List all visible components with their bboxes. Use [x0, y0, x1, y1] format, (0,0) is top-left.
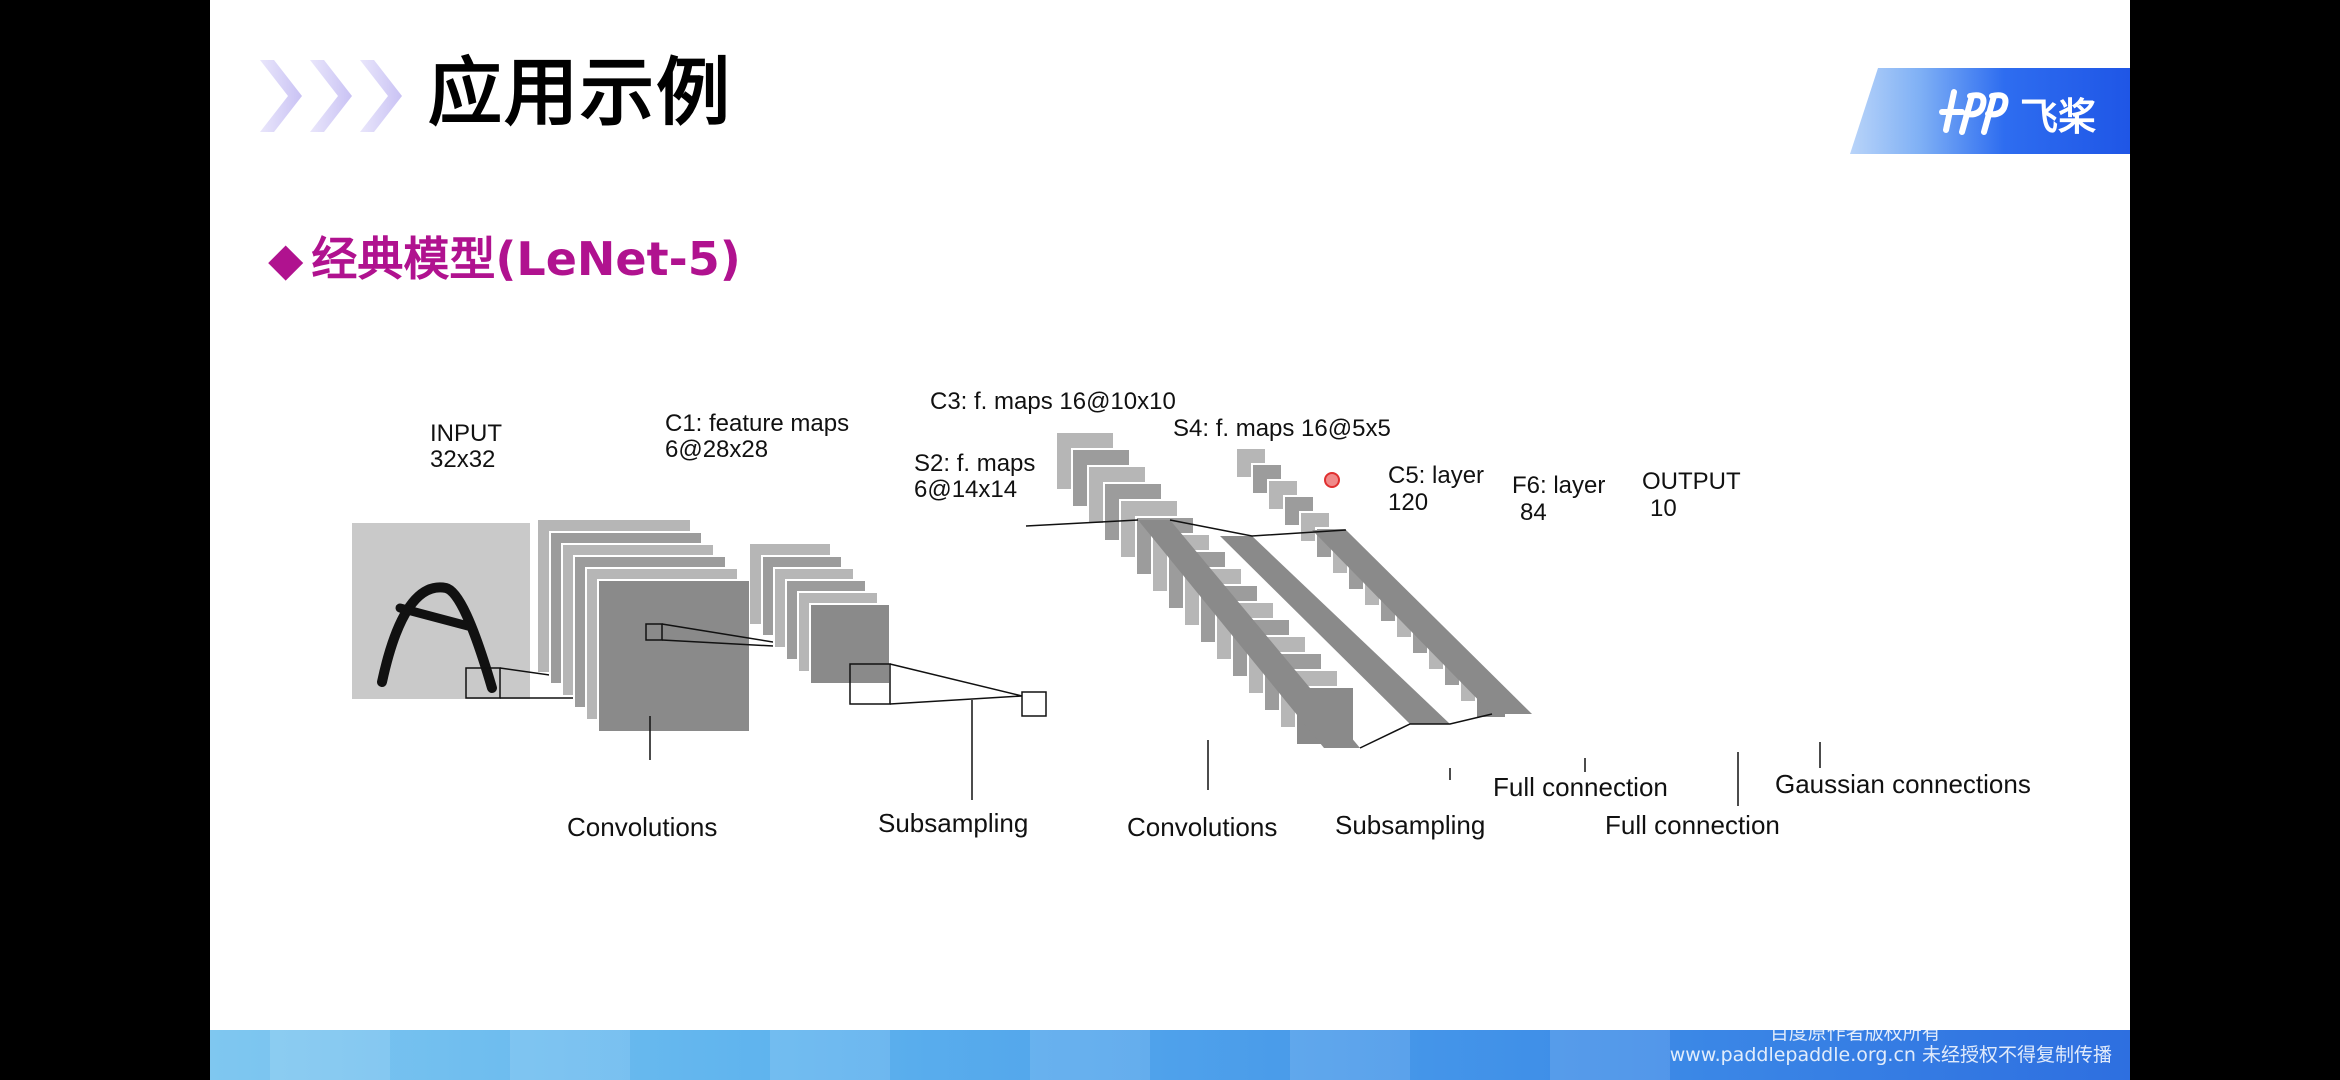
footer-copyright-line-2: 未经授权不得复制传播 [1921, 1044, 2112, 1066]
input-letter-a-bar [395, 603, 473, 631]
c3-label: C3: f. maps 16@10x10 [930, 388, 1176, 415]
lenet5-diagram: INPUT 32x32 C1: feature maps 6@28x28 S2:… [352, 388, 2031, 842]
op-convolutions-2: Convolutions [1127, 812, 1277, 842]
footer-tile [1290, 1030, 1410, 1080]
op-full-connection-1: Full connection [1493, 772, 1668, 802]
pointer-indicator-icon [1324, 472, 1340, 488]
f6-layer [1220, 536, 1450, 724]
c1-size: 6@28x28 [665, 436, 768, 463]
footer-tile [270, 1030, 390, 1080]
c5-size: 120 [1388, 489, 1428, 516]
footer-tile [770, 1030, 890, 1080]
input-receptive-field [465, 667, 501, 699]
s2-feature-maps [750, 544, 891, 685]
paddle-logo-icon [1939, 89, 2009, 135]
footer-url-line: www.paddlepaddle.org.cn 未经授权不得复制传播 [1670, 1044, 2112, 1066]
logo-text: 飞桨 [2020, 95, 2097, 139]
c1-label: C1: feature maps [665, 410, 849, 437]
conv2-projection [889, 663, 1023, 705]
footer-url: www.paddlepaddle.org.cn [1669, 1044, 1916, 1066]
op-convolutions-1: Convolutions [567, 812, 717, 842]
section-subtitle: ◆经典模型(LeNet-5) [268, 236, 741, 282]
c5-label: C5: layer [1388, 462, 1484, 489]
f6-size: 84 [1520, 499, 1547, 526]
output-layer [1312, 530, 1532, 714]
c1-feature-maps [538, 520, 751, 733]
s2-receptive-field [849, 663, 891, 705]
footer-copyright-line-1: 百度原作者版权所有 [1769, 1022, 1941, 1044]
c3-receptive-field [1021, 691, 1047, 717]
s2-size: 6@14x14 [914, 476, 1017, 503]
output-size: 10 [1650, 495, 1677, 522]
full-connection-lines [1169, 519, 1347, 537]
input-size: 32x32 [430, 446, 495, 473]
input-image [352, 523, 530, 699]
footer-tile [510, 1030, 630, 1080]
c5-layer [1138, 520, 1360, 748]
op-subsampling-2: Subsampling [1335, 810, 1485, 840]
chevron-decoration-icon [260, 60, 402, 132]
s2-label: S2: f. maps [914, 450, 1035, 477]
footer-copyright: 百度原作者版权所有 www.paddlepaddle.org.cn 未经授权不得… [1670, 1022, 2112, 1066]
footer-tile [1030, 1030, 1150, 1080]
input-label: INPUT [430, 420, 502, 447]
op-full-connection-2: Full connection [1605, 810, 1780, 840]
c1-receptive-field [645, 623, 663, 641]
slide: 应用示例 飞桨 ◆经典模型(LeNet-5) [210, 0, 2130, 1080]
output-label: OUTPUT [1642, 468, 1741, 495]
input-letter-a [377, 582, 497, 693]
page-title: 应用示例 [428, 50, 732, 136]
s4-to-c5-lines [1025, 519, 1139, 527]
footer-bar [210, 1030, 2130, 1080]
footer-tile [1550, 1030, 1670, 1080]
subtitle-text: 经典模型(LeNet-5) [311, 232, 741, 286]
paddlepaddle-logo: 飞桨 [1850, 68, 2130, 154]
full-connection-lines-bottom [1359, 713, 1493, 749]
s4-label: S4: f. maps 16@5x5 [1173, 415, 1391, 442]
diamond-bullet-icon: ◆ [268, 232, 304, 286]
op-subsampling-1: Subsampling [878, 808, 1028, 838]
op-gaussian-connections: Gaussian connections [1775, 769, 2031, 799]
f6-label: F6: layer [1512, 472, 1605, 499]
